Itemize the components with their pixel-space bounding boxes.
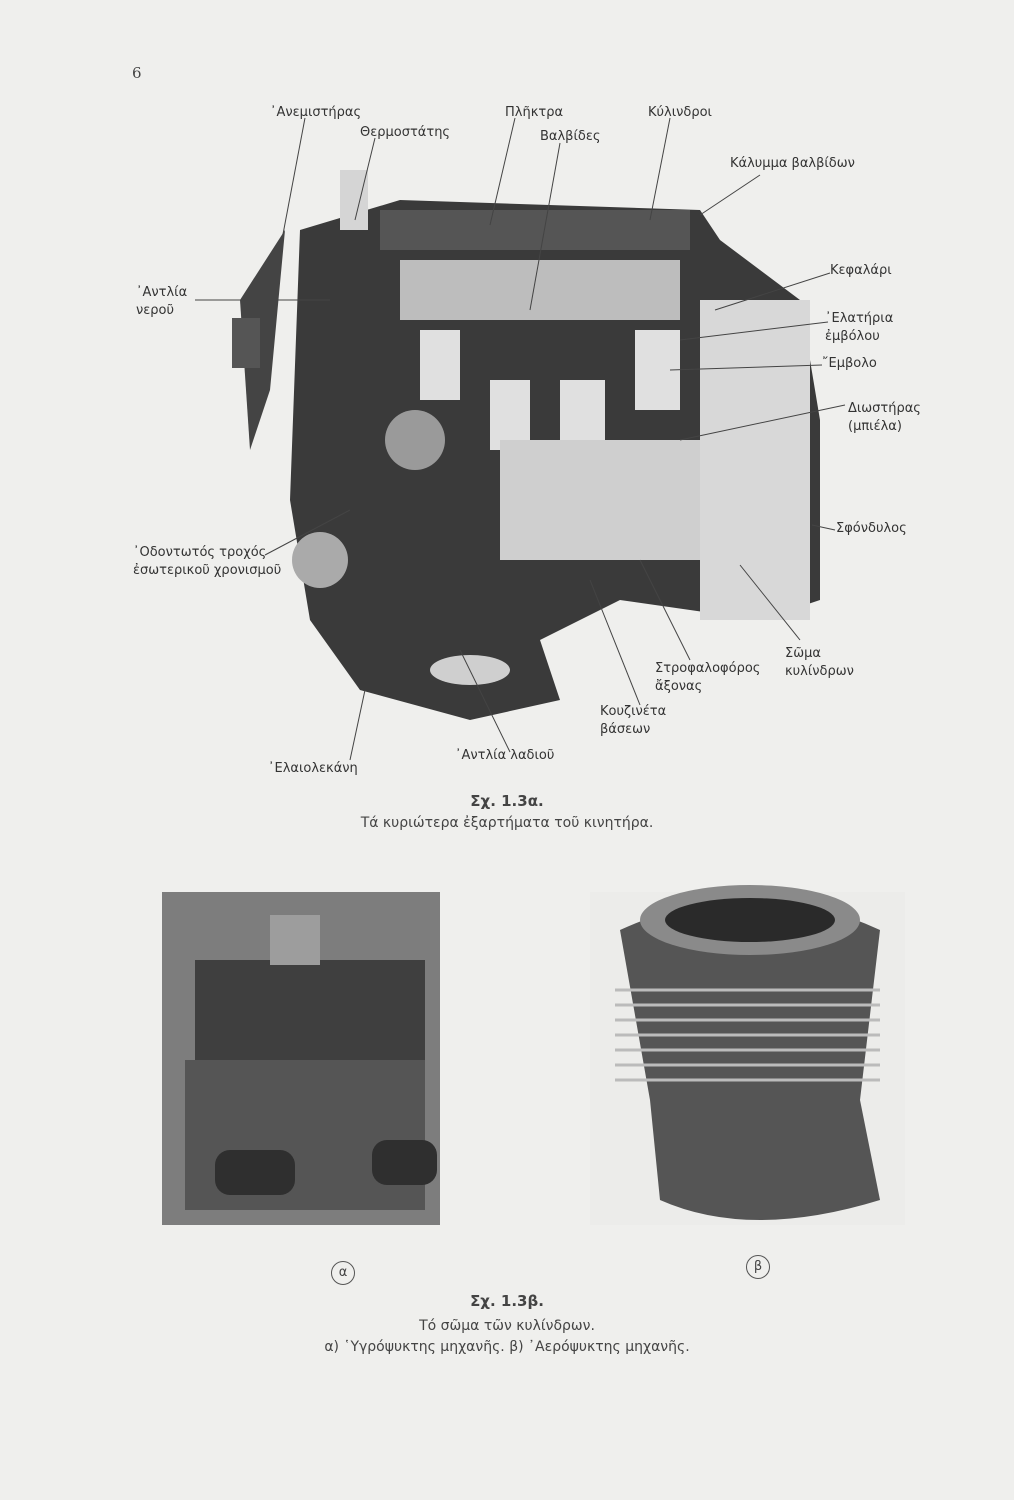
label-cylinder-block: Σῶμα κυλίνδρων bbox=[785, 645, 854, 681]
label-line: ᾿Αντλία bbox=[136, 285, 188, 300]
label-connecting-rod: Διωστήρας (μπιέλα) bbox=[848, 400, 921, 436]
label-line: Στροφαλοφόρος bbox=[655, 661, 761, 676]
label-line: ἐμβόλου bbox=[825, 329, 880, 344]
figure-b-number: Σχ. 1.3β. bbox=[470, 1292, 544, 1310]
figure-b-caption: Τό σῶμα τῶν κυλίνδρων. bbox=[419, 1318, 595, 1334]
label-line: ᾿Ελατήρια bbox=[825, 311, 894, 326]
label-flywheel: Σφόνδυλος bbox=[836, 521, 907, 536]
label-fan: ᾿Ανεμιστήρας bbox=[270, 105, 362, 120]
label-line: νεροῦ bbox=[136, 303, 175, 318]
label-piston-rings: ᾿Ελατήρια ἐμβόλου bbox=[825, 310, 893, 346]
photo-water-cooled-block bbox=[162, 892, 440, 1225]
label-main-bearings: Κουζινέτα βάσεων bbox=[600, 703, 666, 739]
label-line: Σῶμα bbox=[785, 646, 821, 661]
figure-a-caption: Τά κυριώτερα ἐξαρτήματα τοῦ κινητήρα. bbox=[360, 815, 654, 831]
label-water-pump: ᾿Αντλία νεροῦ bbox=[136, 284, 187, 320]
marker-a: α bbox=[331, 1261, 355, 1285]
leader-lines bbox=[195, 117, 846, 761]
label-line: βάσεων bbox=[600, 722, 651, 737]
label-cylinder-head: Κεφαλάρι bbox=[830, 263, 892, 278]
label-cylinders: Κύλινδροι bbox=[648, 105, 712, 120]
label-line: ἄξονας bbox=[655, 679, 703, 694]
page-number: 6 bbox=[132, 64, 142, 82]
photo-air-cooled-cylinder bbox=[590, 885, 905, 1225]
label-rocker-arms: Πλῆκτρα bbox=[505, 105, 564, 120]
label-line: ἐσωτερικοῦ χρονισμοῦ bbox=[133, 563, 282, 578]
label-line: Διωστήρας bbox=[848, 401, 921, 416]
label-crankshaft: Στροφαλοφόρος ἄξονας bbox=[655, 660, 760, 696]
label-line: κυλίνδρων bbox=[785, 664, 854, 679]
label-line: (μπιέλα) bbox=[848, 419, 902, 434]
engine-drawing bbox=[232, 170, 820, 720]
figure-b-subcaption: α) ῾Υγρόψυκτης μηχανῆς. β) ᾿Αερόψυκτης μ… bbox=[324, 1339, 690, 1355]
label-line: Κουζινέτα bbox=[600, 704, 667, 719]
label-oil-pan: ᾿Ελαιολεκάνη bbox=[268, 761, 358, 776]
figure-a-number: Σχ. 1.3α. bbox=[470, 792, 544, 810]
label-valve-cover: Κάλυμμα βαλβίδων bbox=[730, 156, 855, 171]
marker-b: β bbox=[746, 1255, 770, 1279]
label-timing-gear: ᾿Οδοντωτός τροχός ἐσωτερικοῦ χρονισμοῦ bbox=[133, 544, 281, 580]
label-piston: ῎Εμβολο bbox=[822, 356, 877, 371]
label-oil-pump: ᾿Αντλία λαδιοῦ bbox=[455, 748, 555, 763]
label-thermostat: Θερμοστάτης bbox=[360, 125, 451, 140]
label-valves: Βαλβίδες bbox=[540, 129, 601, 144]
label-line: ᾿Οδοντωτός τροχός bbox=[133, 545, 267, 560]
